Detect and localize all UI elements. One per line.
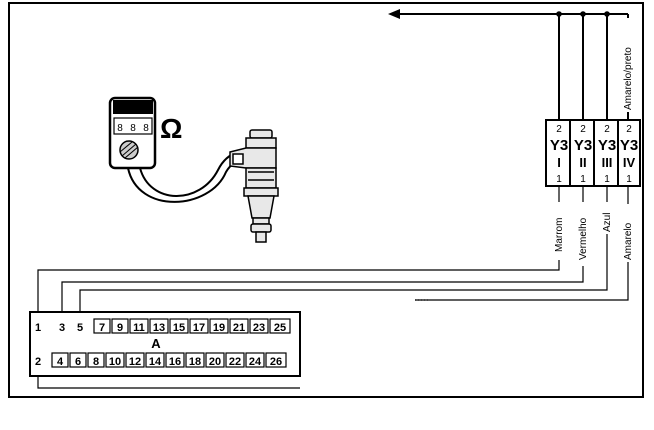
connector-pin: 12	[129, 356, 141, 368]
coil-pin-bottom: 1	[604, 174, 610, 185]
fuel-injector-icon	[229, 129, 279, 243]
coil-pin-top: 2	[604, 124, 610, 135]
coil-pin-bottom: 1	[626, 174, 632, 185]
coil-pin-top: 2	[626, 124, 632, 135]
multimeter-label: MULTI	[120, 103, 147, 113]
coil-pin-bottom: 1	[580, 174, 586, 185]
connector-pin: 23	[253, 322, 265, 334]
multimeter: MULTI 8 8 8	[108, 96, 157, 170]
connector-pin: 20	[209, 356, 221, 368]
connector-pin: 24	[249, 356, 262, 368]
coil-y3-iii: 2 Y3 III 1	[593, 119, 621, 187]
connector-pin: 8	[93, 356, 99, 368]
connector-a: 1 3 5 7 9 11 13 15 17 19 21 23 25 A 2 4 …	[29, 311, 301, 377]
ohm-symbol: Ω	[160, 113, 182, 144]
connector-pin: 18	[189, 356, 201, 368]
connector-pin: 7	[99, 322, 105, 334]
coil-pin-bottom: 1	[556, 174, 562, 185]
connector-pin: 10	[109, 356, 121, 368]
wire-label-amarelo-preto: Amarelo/preto	[623, 47, 634, 110]
connector-pin-3: 3	[59, 322, 65, 334]
connector-pin: 26	[270, 356, 282, 368]
arrow-left-icon	[388, 9, 400, 19]
connector-pin: 19	[213, 322, 225, 334]
wire-label-vermelho: Vermelho	[578, 217, 589, 260]
connector-pin: 6	[75, 356, 81, 368]
wire-label-azul: Azul	[602, 213, 613, 232]
coil-name: Y3	[574, 137, 592, 154]
coil-y3-ii: 2 Y3 II 1	[569, 119, 597, 187]
connector-pin: 14	[149, 356, 162, 368]
coil-number: II	[579, 155, 586, 170]
connector-pin: 15	[173, 322, 185, 334]
coil-pin-top: 2	[556, 124, 562, 135]
connector-pin: 22	[229, 356, 241, 368]
multimeter-digit: 8	[130, 123, 136, 134]
connector-pin: 25	[274, 322, 286, 334]
coil-name: Y3	[598, 137, 616, 154]
multimeter-digit: 8	[117, 123, 123, 134]
connector-pin: 11	[133, 322, 145, 334]
connector-pin-2: 2	[35, 356, 41, 368]
connector-pin-1: 1	[35, 322, 41, 334]
connector-top-row: 7 9 11 13 15 17 19 21 23 25	[93, 318, 291, 334]
connector-label: A	[151, 336, 161, 351]
coil-y3-i: 2 Y3 I 1	[545, 119, 573, 187]
coil-name: Y3	[550, 137, 568, 154]
wire-label-marrom: Marrom	[554, 218, 565, 252]
connector-bottom-row: 4 6 8 10 12 14 16 18 20 22 24 26	[51, 352, 287, 368]
connector-pin: 16	[169, 356, 181, 368]
connector-pin: 21	[233, 322, 245, 334]
diagram-frame	[8, 2, 644, 398]
coil-number: IV	[623, 155, 636, 170]
connector-pin: 13	[153, 322, 165, 334]
coil-pin-top: 2	[580, 124, 586, 135]
wire-label-amarelo: Amarelo	[623, 222, 634, 260]
coil-number: III	[602, 155, 613, 170]
multimeter-digit: 8	[143, 123, 149, 134]
top-bus	[388, 9, 629, 120]
connector-pin: 9	[117, 322, 123, 334]
connector-pin-5: 5	[77, 322, 83, 334]
coil-number: I	[557, 155, 561, 170]
coil-name: Y3	[620, 137, 638, 154]
connector-pin: 4	[57, 356, 64, 368]
coil-y3-iv: 2 Y3 IV 1	[617, 119, 641, 187]
connector-pin: 17	[193, 322, 205, 334]
